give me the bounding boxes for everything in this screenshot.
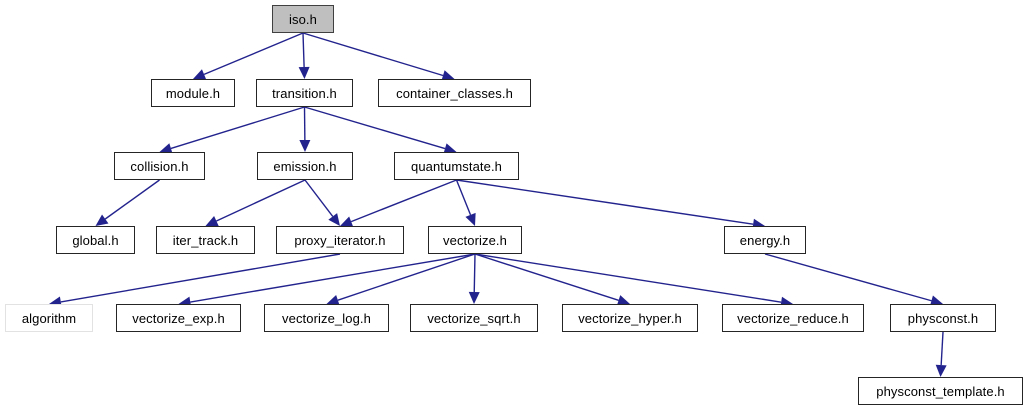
graph-edge-vectorize-to-vectorize_sqrt — [468, 253, 480, 304]
graph-node-label: vectorize_sqrt.h — [427, 310, 521, 326]
graph-edge-iso-to-container_classes — [302, 32, 455, 81]
graph-edge-transition-to-emission — [299, 106, 311, 152]
graph-node-vectorize_reduce[interactable]: vectorize_reduce.h — [722, 304, 864, 332]
graph-node-physconst[interactable]: physconst.h — [890, 304, 996, 332]
graph-node-proxy_iterator[interactable]: proxy_iterator.h — [276, 226, 404, 254]
graph-node-energy[interactable]: energy.h — [724, 226, 806, 254]
graph-node-label: module.h — [165, 85, 221, 101]
graph-node-label: proxy_iterator.h — [294, 232, 386, 248]
graph-node-label: vectorize_hyper.h — [578, 310, 682, 326]
graph-node-vectorize_sqrt[interactable]: vectorize_sqrt.h — [410, 304, 538, 332]
graph-edge-emission-to-iter_track — [205, 179, 306, 226]
graph-edge-physconst-to-physconst_template — [935, 331, 947, 377]
graph-node-label: vectorize_log.h — [282, 310, 371, 326]
graph-edge-quantumstate-to-proxy_iterator — [340, 179, 457, 227]
graph-node-label: iter_track.h — [172, 232, 239, 248]
graph-node-vectorize_log[interactable]: vectorize_log.h — [264, 304, 389, 332]
graph-edge-vectorize-to-vectorize_log — [326, 253, 476, 306]
graph-node-module[interactable]: module.h — [151, 79, 235, 107]
graph-node-label: algorithm — [21, 310, 77, 326]
graph-edge-quantumstate-to-energy — [456, 179, 765, 230]
graph-node-label: physconst_template.h — [876, 383, 1005, 399]
graph-edge-transition-to-quantumstate — [304, 106, 457, 154]
graph-node-label: container_classes.h — [396, 85, 513, 101]
graph-node-algorithm[interactable]: algorithm — [5, 304, 93, 332]
graph-node-vectorize_hyper[interactable]: vectorize_hyper.h — [562, 304, 698, 332]
graph-node-label: transition.h — [272, 85, 337, 101]
graph-edge-proxy_iterator-to-algorithm — [49, 253, 341, 308]
graph-node-emission[interactable]: emission.h — [257, 152, 353, 180]
graph-node-quantumstate[interactable]: quantumstate.h — [394, 152, 519, 180]
graph-node-label: physconst.h — [907, 310, 979, 326]
graph-edge-iso-to-transition — [298, 32, 310, 79]
graph-node-label: vectorize.h — [443, 232, 507, 248]
graph-edge-collision-to-global — [95, 179, 160, 226]
graph-node-physconst_template[interactable]: physconst_template.h — [858, 377, 1023, 405]
graph-node-iso[interactable]: iso.h — [272, 5, 334, 33]
graph-node-label: quantumstate.h — [410, 158, 503, 174]
graph-node-label: energy.h — [739, 232, 791, 248]
graph-node-transition[interactable]: transition.h — [256, 79, 353, 107]
graph-edge-emission-to-proxy_iterator — [304, 179, 340, 226]
graph-edge-vectorize-to-vectorize_exp — [178, 253, 476, 308]
graph-node-container_classes[interactable]: container_classes.h — [378, 79, 531, 107]
graph-edge-energy-to-physconst — [764, 253, 943, 307]
graph-node-vectorize[interactable]: vectorize.h — [428, 226, 522, 254]
graph-edge-transition-to-collision — [159, 106, 305, 154]
graph-node-collision[interactable]: collision.h — [114, 152, 205, 180]
graph-edge-quantumstate-to-vectorize — [455, 179, 476, 226]
graph-node-vectorize_exp[interactable]: vectorize_exp.h — [116, 304, 241, 332]
graph-node-label: vectorize_exp.h — [132, 310, 225, 326]
graph-node-label: vectorize_reduce.h — [737, 310, 849, 326]
graph-node-iter_track[interactable]: iter_track.h — [156, 226, 255, 254]
graph-node-label: global.h — [72, 232, 119, 248]
graph-node-label: emission.h — [273, 158, 337, 174]
graph-node-global[interactable]: global.h — [56, 226, 135, 254]
graph-edge-vectorize-to-vectorize_reduce — [474, 253, 793, 308]
graph-node-label: iso.h — [289, 11, 317, 27]
graph-node-label: collision.h — [130, 158, 189, 174]
graph-edge-vectorize-to-vectorize_hyper — [474, 253, 630, 306]
graph-edge-iso-to-module — [193, 32, 304, 80]
